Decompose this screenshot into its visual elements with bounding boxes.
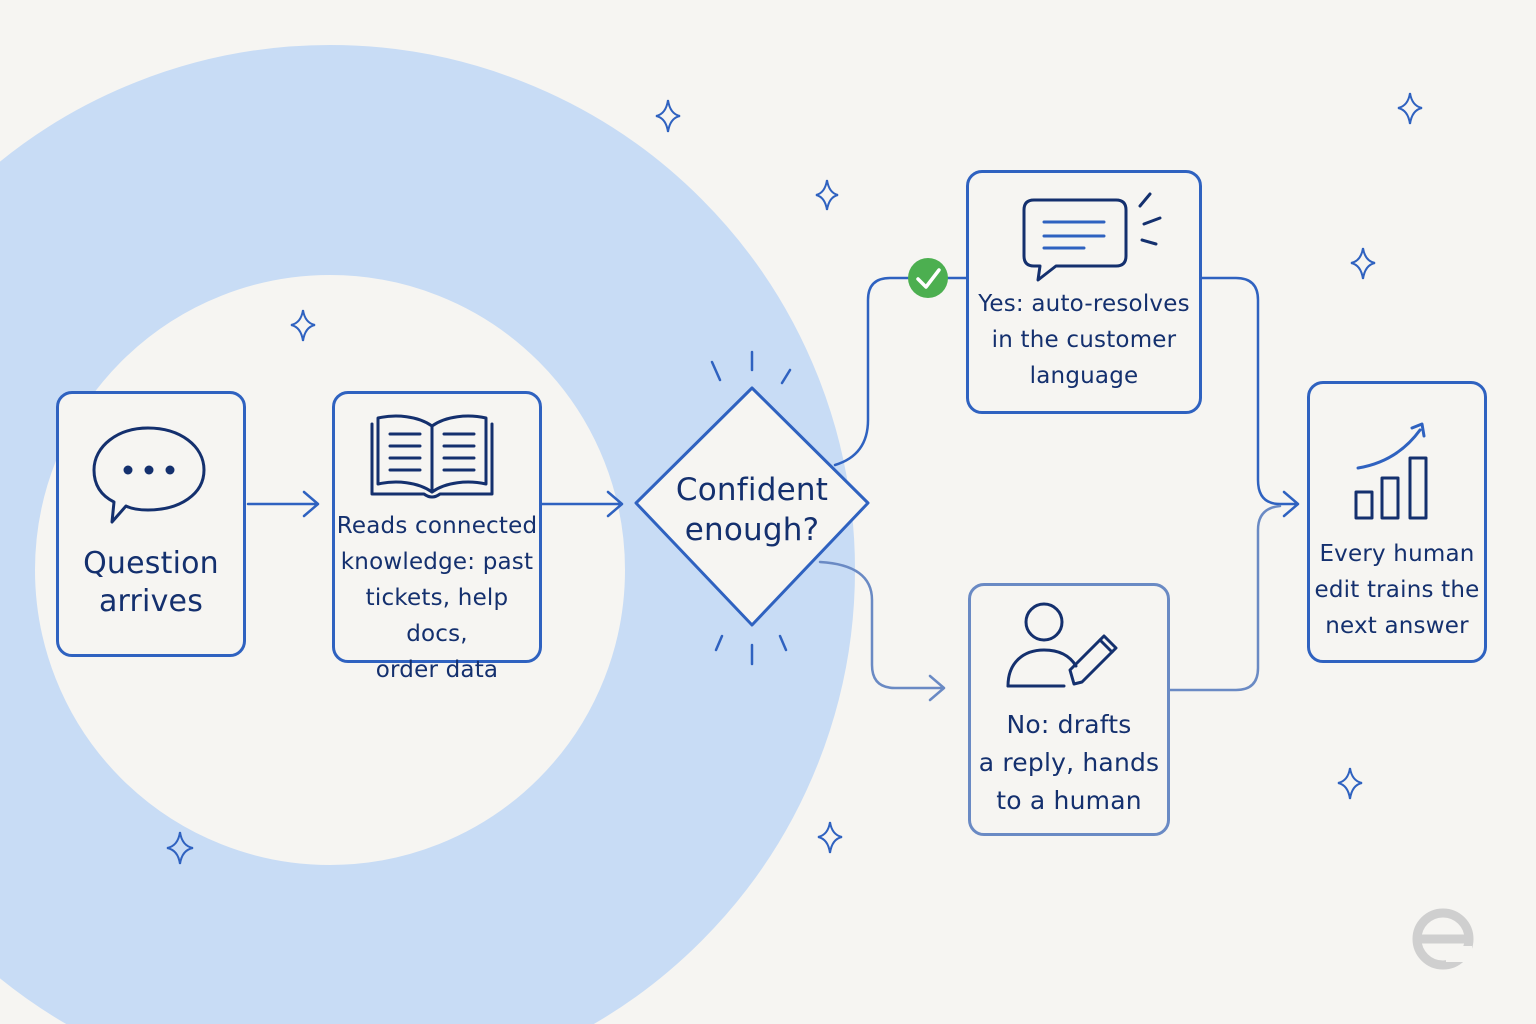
edge-decision-yes (833, 276, 968, 467)
sparkle-icon (815, 179, 839, 211)
node-knowledge (332, 391, 542, 663)
chat-bubble-icon (92, 426, 206, 524)
node-train (1307, 381, 1487, 663)
check-icon (908, 258, 948, 298)
sparkle-icon (817, 821, 843, 854)
edge-knowledge-decision (540, 490, 624, 518)
connectors (246, 276, 1300, 518)
logo-mark (1412, 908, 1474, 970)
sparkle-icon (166, 831, 194, 865)
no-label: No: drafts a reply, hands to a human (978, 710, 1160, 815)
sparkle-icon (655, 99, 681, 133)
sparkle-icon (1350, 247, 1376, 280)
edge-no-train (1168, 504, 1282, 692)
edge-decision-no (818, 560, 946, 702)
sparkle-icon (290, 309, 316, 342)
question-label: Question arrives (83, 546, 219, 619)
soft-connectors (818, 504, 1282, 702)
bar-growth-icon (1354, 422, 1428, 520)
edge-question-knowledge (246, 490, 320, 518)
message-icon (1022, 192, 1162, 282)
node-question (56, 391, 246, 657)
emphasis-ticks (710, 350, 792, 666)
edge-yes-train (1200, 276, 1300, 518)
open-book-icon (370, 414, 494, 499)
train-label: Every human edit trains the next answer (1314, 541, 1480, 639)
yes-label: Yes: auto-resolves in the customer langu… (978, 291, 1190, 389)
person-edit-icon (1006, 602, 1118, 688)
sparkle-icon (1397, 92, 1423, 125)
decision-diamond (634, 386, 870, 627)
knowledge-label: Reads connected knowledge: past tickets,… (336, 513, 538, 683)
decision-label: Confident enough? (675, 472, 829, 548)
sparkle-decorations (166, 92, 1423, 865)
sparkle-icon (1337, 767, 1363, 800)
node-no (968, 583, 1170, 836)
node-yes (966, 170, 1202, 414)
